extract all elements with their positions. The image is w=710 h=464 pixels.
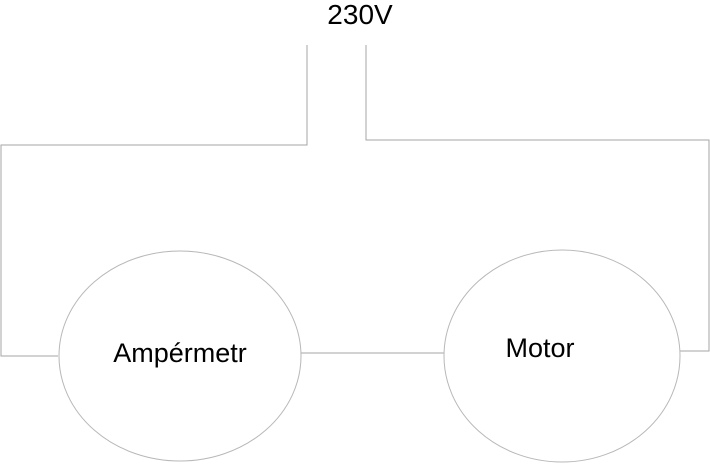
- ammeter-outline: [58, 250, 302, 462]
- wire-supply-left: [0, 45, 308, 357]
- motor-label: Motor: [505, 333, 574, 363]
- motor: Motor: [443, 249, 681, 463]
- motor-outline: [443, 249, 681, 463]
- ammeter: Ampérmetr: [58, 250, 302, 462]
- wire-supply-right: [365, 45, 710, 352]
- ammeter-label: Ampérmetr: [113, 338, 247, 368]
- supply-voltage-label: 230V: [327, 0, 393, 30]
